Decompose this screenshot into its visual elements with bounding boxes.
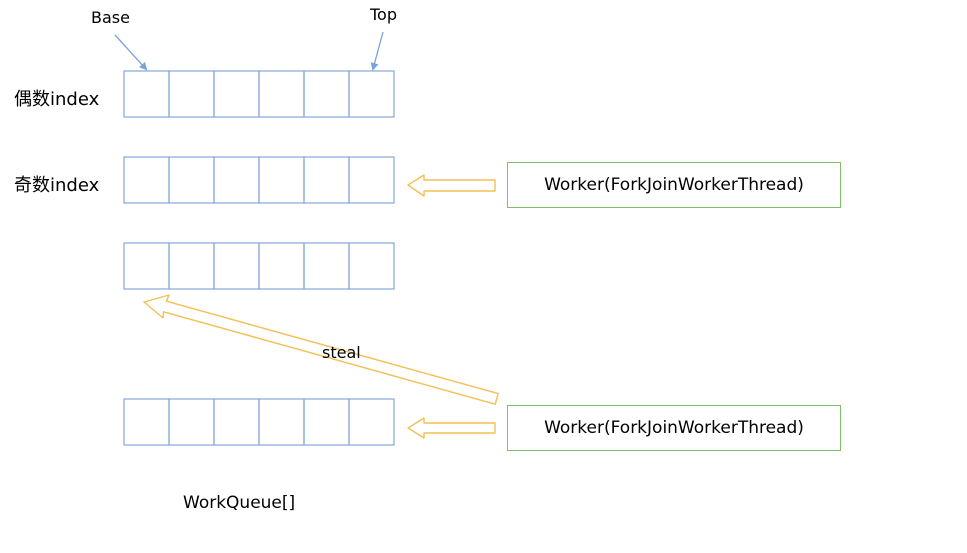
steal-label: steal: [322, 343, 361, 362]
workqueue-caption: WorkQueue[]: [183, 493, 296, 513]
even-index-label: 偶数index: [14, 89, 100, 110]
odd-index-label: 奇数index: [14, 175, 100, 196]
top-pointer-arrow: [370, 31, 384, 71]
base-pointer-arrow: [114, 34, 148, 71]
steal-arrow: [143, 294, 499, 405]
queue-row-even: [123, 70, 395, 118]
push-arrow-upper: [407, 174, 496, 197]
base-label: Base: [91, 8, 130, 27]
queue-row-3: [123, 242, 395, 290]
worker-box-lower: Worker(ForkJoinWorkerThread): [507, 405, 841, 451]
queue-row-4: [123, 398, 395, 446]
push-arrow-lower: [407, 417, 496, 439]
worker-box-upper: Worker(ForkJoinWorkerThread): [507, 162, 841, 208]
top-label: Top: [370, 5, 397, 24]
queue-row-odd: [123, 156, 395, 204]
